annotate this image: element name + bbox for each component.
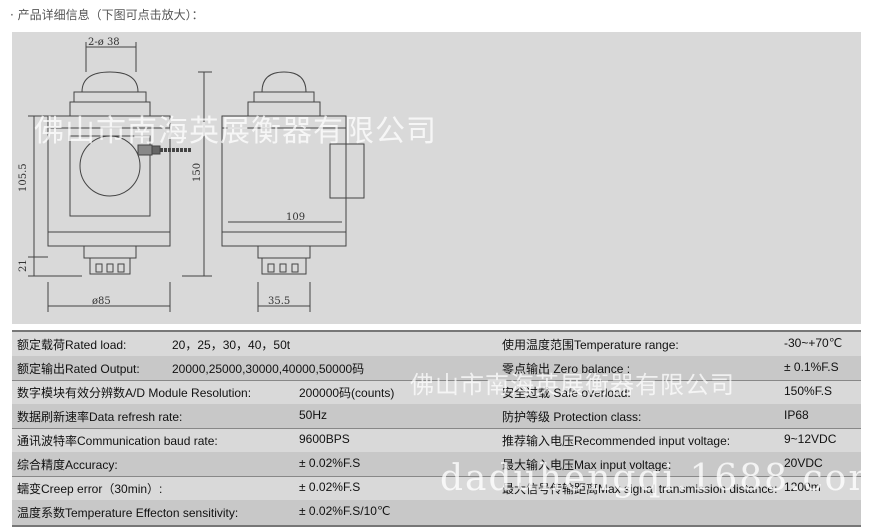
spec-label: 最大输入电压Max input voltage: — [502, 458, 672, 472]
dim-base-diameter: ø85 — [92, 296, 111, 307]
watermark-site: daduhengqi.1688.com — [440, 458, 872, 499]
table-row: 通讯波特率Communication baud rate: 9600BPS 推荐… — [12, 428, 861, 453]
watermark-company: 佛山市南海英展衡器有限公司 — [34, 114, 437, 149]
dim-lower-height: 21 — [18, 259, 29, 272]
dim-total-height: 150 — [192, 163, 203, 182]
dim-foot-width: 35.5 — [268, 296, 290, 307]
table-row: 综合精度Accuracy: ± 0.02%F.S 最大输入电压Max input… — [12, 452, 861, 477]
spec-value: ± 0.02%F.S — [299, 480, 361, 494]
spec-label: 通讯波特率Communication baud rate: — [17, 434, 218, 448]
spec-value: IP68 — [784, 408, 809, 422]
spec-value: 20VDC — [784, 456, 823, 470]
watermark-company-table: 佛山市南海英展衡器有限公司 — [410, 371, 735, 399]
table-row: 温度系数Temperature Effecton sensitivity: ± … — [12, 500, 861, 525]
spec-table: 额定载荷Rated load: 20，25，30，40，50t 使用温度范围Te… — [12, 330, 861, 527]
spec-label: 额定载荷Rated load: — [17, 338, 127, 352]
spec-value: 50Hz — [299, 408, 328, 422]
spec-label: 额定输出Rated Output: — [17, 362, 140, 376]
spec-label: 温度系数Temperature Effecton sensitivity: — [17, 506, 239, 520]
dim-holes: 2-ø 38 — [88, 37, 120, 48]
spec-value: ± 0.1%F.S — [784, 360, 839, 374]
spec-value: 1200m — [784, 480, 821, 494]
spec-label: 零点输出 Zero balance : — [502, 362, 631, 376]
spec-value: 20000,25000,30000,40000,50000码 — [172, 362, 365, 376]
spec-label: 使用温度范围Temperature range: — [502, 338, 679, 352]
spec-value: 9600BPS — [299, 432, 350, 446]
spec-label: 综合精度Accuracy: — [17, 458, 118, 472]
technical-drawing[interactable]: 2-ø 38 105.5 21 150 109 ø85 35.5 佛山市南海英展… — [12, 32, 861, 324]
spec-label: 安全过载 Safe overload: — [502, 386, 631, 400]
spec-value: -30~+70℃ — [784, 336, 843, 350]
spec-value: 9~12VDC — [784, 432, 837, 446]
table-row: 额定输出Rated Output: 20000,25000,30000,4000… — [12, 356, 861, 381]
dim-inner-width: 109 — [286, 212, 305, 223]
spec-value: ± 0.02%F.S/10℃ — [299, 504, 391, 518]
spec-label: 推荐输入电压Recommended input voltage: — [502, 434, 731, 448]
spec-label: 防护等级 Protection class: — [502, 410, 642, 424]
spec-label: 数字模块有效分辨数A/D Module Resolution: — [17, 386, 252, 400]
dimension-drawing: 2-ø 38 105.5 21 150 109 ø85 35.5 — [18, 37, 365, 312]
dim-upper-height: 105.5 — [18, 163, 29, 192]
spec-value: 150%F.S — [784, 384, 833, 398]
spec-label: 数据刷新速率Data refresh rate: — [17, 410, 183, 424]
spec-value: ± 0.02%F.S — [299, 456, 361, 470]
table-row: 额定载荷Rated load: 20，25，30，40，50t 使用温度范围Te… — [12, 332, 861, 357]
spec-value: 20，25，30，40，50t — [172, 338, 291, 352]
spec-label: 蠕变Creep error（30min）: — [17, 482, 163, 496]
spec-value: 200000码(counts) — [299, 386, 395, 400]
table-row: 数据刷新速率Data refresh rate: 50Hz 防护等级 Prote… — [12, 404, 861, 429]
caption: · 产品详细信息（下图可点击放大）： — [10, 8, 204, 22]
spec-label: 最大信号传输距离Max signal transmission distance… — [502, 482, 778, 496]
